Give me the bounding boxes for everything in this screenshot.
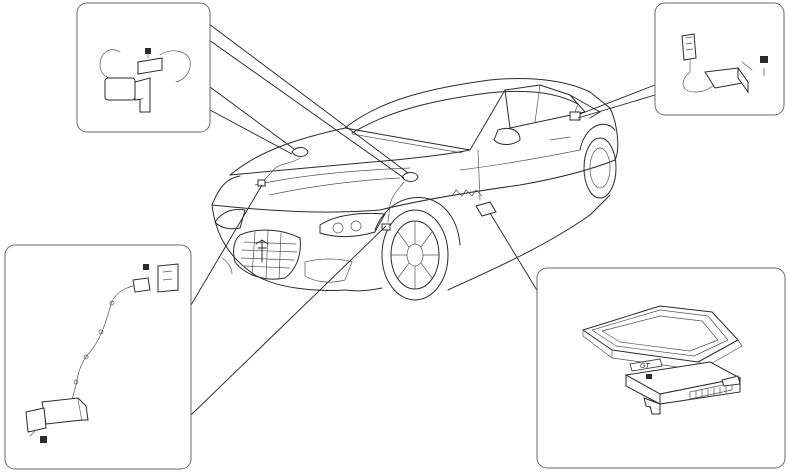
sensor-with-long-harness: [25, 263, 179, 443]
car-part-markers: [257, 103, 581, 231]
callout-bottom-left: [4, 244, 192, 470]
connector-and-module: [681, 33, 768, 94]
sensor-with-bracket: [99, 48, 191, 113]
car-illustration: [211, 78, 619, 301]
callout-frame: [654, 2, 785, 116]
callout-top-right: [654, 2, 785, 116]
callout-bottom-right: GT: [536, 267, 786, 469]
callout-top-left: [76, 2, 211, 133]
module-badge-text: GT: [640, 362, 650, 370]
control-unit-module: GT: [624, 358, 742, 415]
callout-frame: [536, 267, 786, 469]
